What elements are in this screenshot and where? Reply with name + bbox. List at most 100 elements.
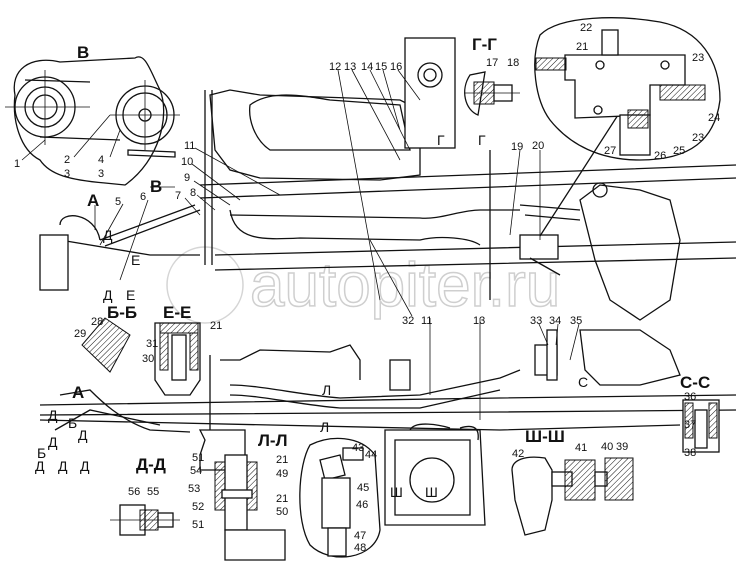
section-l-l-title: Л-Л xyxy=(258,431,288,450)
marker-sh: Ш xyxy=(390,484,403,500)
marker-g: Г xyxy=(478,132,486,148)
callout-number: 53 xyxy=(188,483,200,495)
section-l-l-detail xyxy=(198,429,286,561)
valve-block-inset xyxy=(534,17,721,161)
view-v-pulley-drive xyxy=(5,56,180,186)
upper-chassis-view xyxy=(39,37,736,321)
callout-number: 55 xyxy=(147,486,159,498)
section-g-g-title: Г-Г xyxy=(472,35,497,54)
callout-number: 29 xyxy=(74,328,86,340)
section-d-d-detail xyxy=(110,504,180,536)
callout-number: 18 xyxy=(507,57,519,69)
callout-number: 42 xyxy=(512,448,524,460)
callout-number: 21 xyxy=(276,454,288,466)
callout-number: 56 xyxy=(128,486,140,498)
callout-number: 8 xyxy=(190,187,196,199)
section-sh-sh-detail xyxy=(511,456,634,536)
callout-number: 54 xyxy=(190,465,202,477)
callout-number: 17 xyxy=(486,57,498,69)
callout-number: 10 xyxy=(181,156,193,168)
callout-number: 21 xyxy=(276,493,288,505)
callout-number: 30 xyxy=(142,353,154,365)
marker-d: Д xyxy=(78,427,88,443)
callout-number: 14 xyxy=(361,61,373,73)
callout-number: 16 xyxy=(390,61,402,73)
callout-number: 11 xyxy=(421,315,432,327)
callout-number: 31 xyxy=(146,338,158,350)
callout-number: 3 xyxy=(64,168,70,180)
sections-b-b-e-e xyxy=(81,317,201,396)
callout-number: 36 xyxy=(684,391,696,403)
callout-number: 52 xyxy=(192,501,204,513)
section-titles: В А В Г-Г Б-Б Е-Е А Д-Д Л-Л Ш-Ш С-С xyxy=(72,35,710,474)
marker-b: Б xyxy=(37,445,46,461)
callout-number: 38 xyxy=(684,447,696,459)
callout-number: 23 xyxy=(692,132,704,144)
view-v-arrow: В xyxy=(150,177,162,196)
callout-number: 27 xyxy=(604,145,616,157)
marker-e: Е xyxy=(126,287,135,303)
section-g-g-detail xyxy=(464,71,520,116)
marker-d: Д xyxy=(103,287,113,303)
callout-number: 20 xyxy=(532,140,544,152)
marker-d: Д xyxy=(103,227,113,243)
callout-number: 26 xyxy=(654,150,666,162)
marker-s: С xyxy=(578,374,588,390)
callout-number: 48 xyxy=(354,542,366,554)
marker-d: Д xyxy=(80,458,90,474)
view-a-title: А xyxy=(87,191,99,210)
callout-number: 28 xyxy=(91,316,103,328)
watermark: autopiter.ru xyxy=(166,246,561,324)
view-a-lower-title: А xyxy=(72,383,84,402)
callout-number: 22 xyxy=(580,22,592,34)
callout-number: 13 xyxy=(344,61,356,73)
callout-number: 47 xyxy=(354,530,366,542)
marker-d: Д xyxy=(48,434,58,450)
callout-number: 1 xyxy=(14,158,20,170)
marker-d: Д xyxy=(48,407,58,423)
callout-number: 39 xyxy=(616,441,628,453)
callout-number: 37 xyxy=(684,419,696,431)
callout-number: 40 xyxy=(601,441,613,453)
callout-number: 7 xyxy=(175,190,181,202)
section-b-b-title: Б-Б xyxy=(107,303,137,322)
callout-number: 35 xyxy=(570,315,582,327)
callout-number: 3 xyxy=(98,168,104,180)
callout-number: 2 xyxy=(64,154,70,166)
marker-d: Д xyxy=(35,458,45,474)
callout-number: 4 xyxy=(98,154,104,166)
leader-lines xyxy=(21,69,580,420)
view-v-title: В xyxy=(77,43,89,62)
marker-g: Г xyxy=(437,132,445,148)
section-e-e-title: Е-Е xyxy=(163,303,191,322)
callout-number: 25 xyxy=(673,145,685,157)
callout-number: 13 xyxy=(473,315,485,327)
lower-chassis-view xyxy=(39,329,736,558)
callout-number: 9 xyxy=(184,172,190,184)
callout-number: 49 xyxy=(276,468,288,480)
callout-number: 23 xyxy=(692,52,704,64)
callout-number: 41 xyxy=(575,442,587,454)
marker-b: Б xyxy=(68,415,77,431)
callout-number: 43 xyxy=(352,442,364,454)
callout-number: 11 xyxy=(184,140,195,152)
callout-number: 6 xyxy=(140,191,146,203)
section-s-s-title: С-С xyxy=(680,373,710,392)
section-sh-sh-title: Ш-Ш xyxy=(525,427,565,446)
callout-number: 50 xyxy=(276,506,288,518)
callout-number: 15 xyxy=(375,61,387,73)
callout-number: 32 xyxy=(402,315,414,327)
svg-text:autopiter.ru: autopiter.ru xyxy=(250,251,560,320)
section-s-s-detail xyxy=(682,399,720,453)
marker-l: Л xyxy=(320,419,329,435)
section-d-d-title: Д-Д xyxy=(136,455,166,474)
callout-number: 34 xyxy=(549,315,561,327)
marker-sh: Ш xyxy=(425,484,438,500)
marker-l: Л xyxy=(322,382,331,398)
callout-number: 46 xyxy=(356,499,368,511)
callout-number: 19 xyxy=(511,141,523,153)
callout-number: 45 xyxy=(357,482,369,494)
